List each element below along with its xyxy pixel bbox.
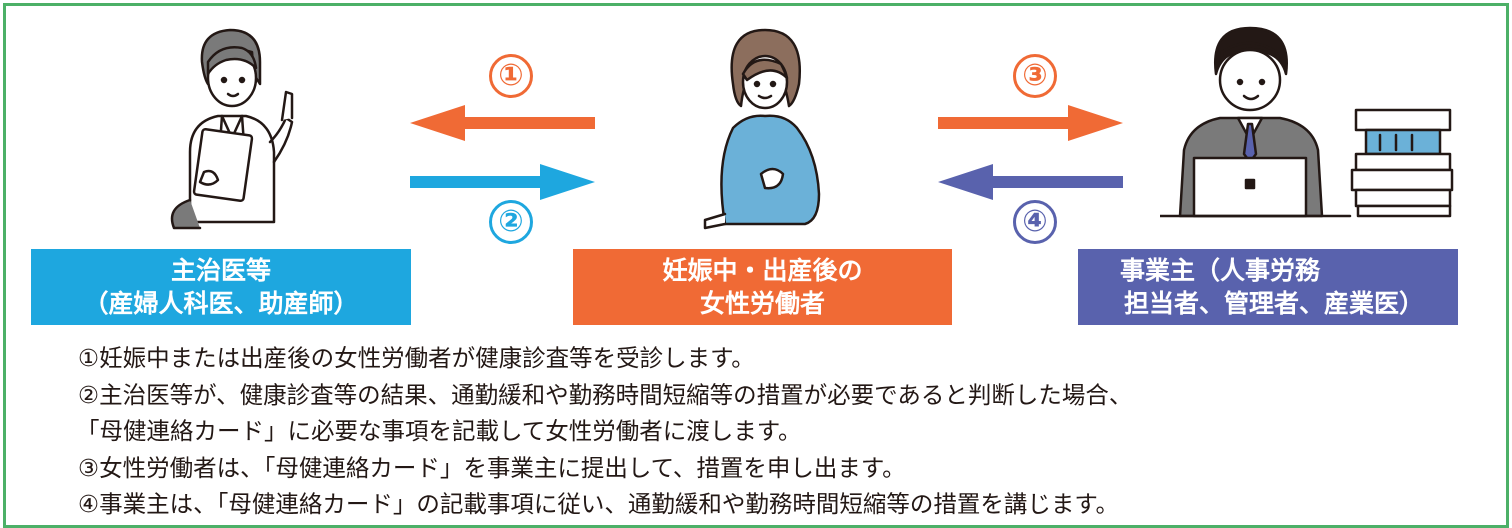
step-2-text: ②主治医等が、健康診査等の結果、通勤緩和や勤務時間短縮等の措置が必要であると判断…: [78, 380, 1133, 409]
worker-label-line2: 女性労働者: [699, 289, 825, 318]
step-3-text: ③女性労働者は、「母健連絡カード」を事業主に提出して、措置を申し出ます。: [78, 453, 906, 482]
flow-number-3: ③: [1013, 54, 1057, 98]
arrow-3-to-employer: [938, 105, 1123, 141]
flow-number-1: ①: [489, 54, 533, 98]
pregnant-woman-illustration: [703, 28, 821, 230]
step-2-continued-text: 「母健連絡カード」に必要な事項を記載して女性労働者に渡します。: [76, 417, 802, 445]
employer-label-line2: 担当者、管理者、産業医）: [1124, 289, 1425, 318]
doctor-label-box: 主治医等 （産婦人科医、助産師）: [31, 249, 411, 325]
step-4-text: ④事業主は、「母健連絡カード」の記載事項に従い、通勤緩和や勤務時間短縮等の措置を…: [78, 490, 1119, 518]
employer-label-box: 事業主（人事労務 担当者、管理者、産業医）: [1078, 249, 1458, 325]
flow-number-4: ④: [1013, 200, 1057, 244]
diagram-frame: [3, 3, 1509, 528]
step-description-list: ①妊娠中または出産後の女性労働者が健康診査等を受診します。 ②主治医等が、健康診…: [76, 340, 1498, 523]
doctor-label-line2: （産婦人科医、助産師）: [83, 289, 359, 318]
step-1-text: ①妊娠中または出産後の女性労働者が健康診査等を受診します。: [78, 344, 755, 372]
employer-illustration: [1160, 26, 1454, 218]
flow-number-2: ②: [489, 200, 533, 244]
doctor-illustration: [170, 28, 294, 230]
worker-label-box: 妊娠中・出産後の 女性労働者: [573, 249, 952, 325]
arrow-4-to-worker: [938, 164, 1123, 200]
worker-label-line1: 妊娠中・出産後の: [662, 256, 863, 285]
doctor-label-line1: 主治医等: [170, 256, 271, 285]
employer-label-line1: 事業主（人事労務: [1120, 256, 1321, 285]
arrow-1-to-doctor: [410, 105, 595, 141]
arrow-2-to-worker: [410, 164, 595, 200]
